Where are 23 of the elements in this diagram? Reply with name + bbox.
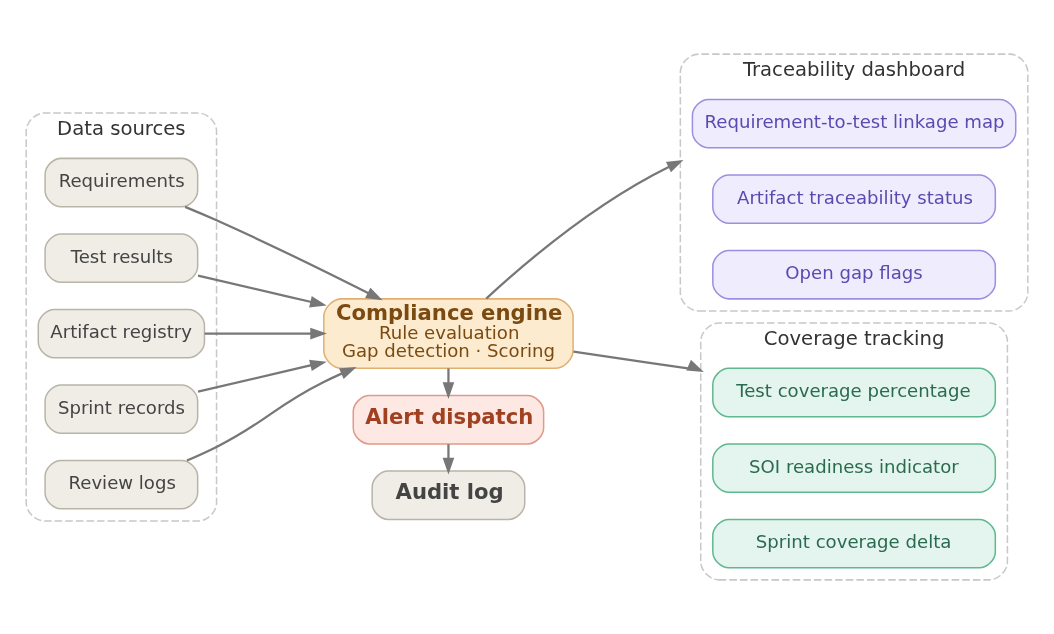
node-box: Compliance engine Rule evaluation Gap detection · Scoring <box>323 298 574 370</box>
arrow <box>204 327 327 340</box>
arrow <box>442 444 455 475</box>
node-box: Test results <box>44 233 199 283</box>
node-box: Review logs <box>44 459 199 510</box>
arrow <box>485 159 684 300</box>
arrow <box>197 359 327 393</box>
node-box: Audit log <box>371 470 526 521</box>
node-box: Sprint coverage delta <box>712 518 997 569</box>
arrow <box>442 368 455 399</box>
node-box: Test coverage percentage <box>712 367 997 418</box>
node-box: Artifact traceability status <box>712 174 997 225</box>
node-box: Requirements <box>44 157 199 208</box>
node-box: Artifact registry <box>37 308 206 359</box>
arrow <box>573 350 704 372</box>
arrow <box>184 205 383 301</box>
node-box: Open gap flags <box>712 249 997 300</box>
arrow <box>197 274 327 308</box>
node-box: Requirement-to-test linkage map <box>691 98 1017 149</box>
node-box: SOI readiness indicator <box>712 443 997 493</box>
node-box: Alert dispatch <box>352 394 545 445</box>
node-box: Sprint records <box>44 384 199 435</box>
arrow <box>186 367 357 462</box>
